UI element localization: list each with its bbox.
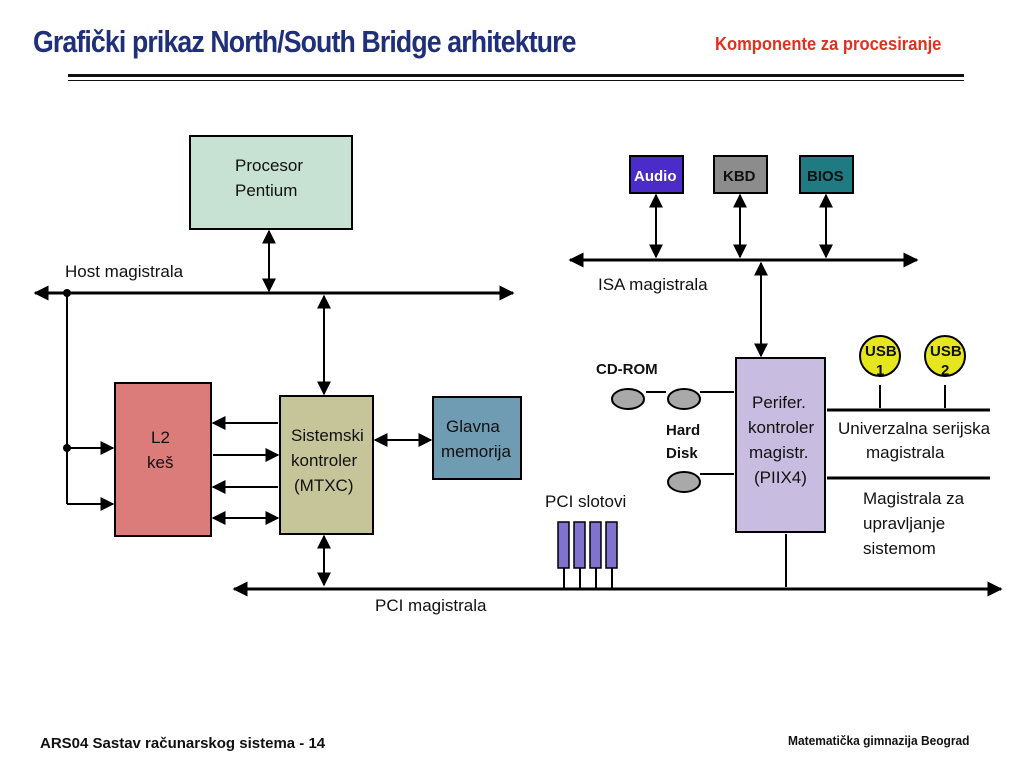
host-bus-label: Host magistrala: [65, 262, 184, 281]
cd-rom-drive-2: [667, 388, 701, 410]
l2-cache-label-line1: L2: [151, 428, 170, 447]
audio-box: [629, 155, 684, 194]
slide-title: Grafički prikaz North/South Bridge arhit…: [33, 24, 576, 59]
system-controller-label-line1: Sistemski: [291, 426, 364, 445]
bios-box: [799, 155, 854, 194]
usb1-label-line1: USB: [865, 343, 897, 360]
footer-school: Matematička gimnazija Beograd: [788, 733, 970, 748]
usb2-label-line2: 2: [941, 362, 949, 379]
main-memory-label-line2: memorija: [441, 442, 511, 461]
pci-bus-label: PCI magistrala: [375, 596, 487, 615]
usb1-label-line2: 1: [876, 362, 884, 379]
system-controller-label-line2: kontroler: [291, 451, 357, 470]
system-controller-label-line3: (MTXC): [294, 476, 353, 495]
periph-controller-label-line1: Perifer.: [752, 393, 806, 412]
cd-rom-label: CD-ROM: [596, 361, 658, 378]
bios-label: BIOS: [807, 168, 844, 185]
pci-slots-label: PCI slotovi: [545, 492, 626, 511]
mgmt-bus-label-line3: sistemom: [863, 539, 936, 558]
mgmt-bus-label-line1: Magistrala za: [863, 489, 965, 508]
slide-subtitle: Komponente za procesiranje: [715, 34, 942, 54]
title-rule-thick: [68, 74, 964, 77]
processor-label-line1: Procesor: [235, 156, 303, 175]
periph-controller-label-line3: magistr.: [749, 443, 809, 462]
hard-disk-label-line1: Hard: [666, 422, 700, 439]
periph-controller-label-line4: (PIIX4): [754, 468, 807, 487]
isa-bus-label: ISA magistrala: [598, 275, 708, 294]
usb1-port: [859, 335, 901, 377]
usb2-label-line1: USB: [930, 343, 962, 360]
periph-controller-label-line2: kontroler: [748, 418, 814, 437]
usb-bus-label-line1: Univerzalna serijska: [838, 419, 991, 438]
l2-cache-box: [114, 382, 212, 537]
audio-label: Audio: [634, 168, 677, 185]
usb2-port: [924, 335, 966, 377]
usb-bus-label-line2: magistrala: [866, 443, 945, 462]
cd-rom-drive-1: [611, 388, 645, 410]
main-memory-box: [432, 396, 522, 480]
main-memory-label-line1: Glavna: [446, 417, 500, 436]
system-controller-box: [279, 395, 374, 535]
footer-course: ARS04 Sastav računarskog sistema - 14: [40, 735, 326, 752]
processor-label-line2: Pentium: [235, 181, 297, 200]
pci-slot-3: [589, 521, 602, 569]
processor-box: [189, 135, 353, 230]
pci-slot-4: [605, 521, 618, 569]
pci-slot-1: [557, 521, 570, 569]
hard-disk-drive: [667, 471, 701, 493]
periph-controller-box: [735, 357, 826, 533]
hard-disk-label-line2: Disk: [666, 445, 698, 462]
title-rule-thin: [68, 80, 964, 81]
kbd-box: [713, 155, 768, 194]
pci-slot-2: [573, 521, 586, 569]
l2-cache-label-line2: keš: [147, 453, 173, 472]
mgmt-bus-label-line2: upravljanje: [863, 514, 945, 533]
kbd-label: KBD: [723, 168, 756, 185]
